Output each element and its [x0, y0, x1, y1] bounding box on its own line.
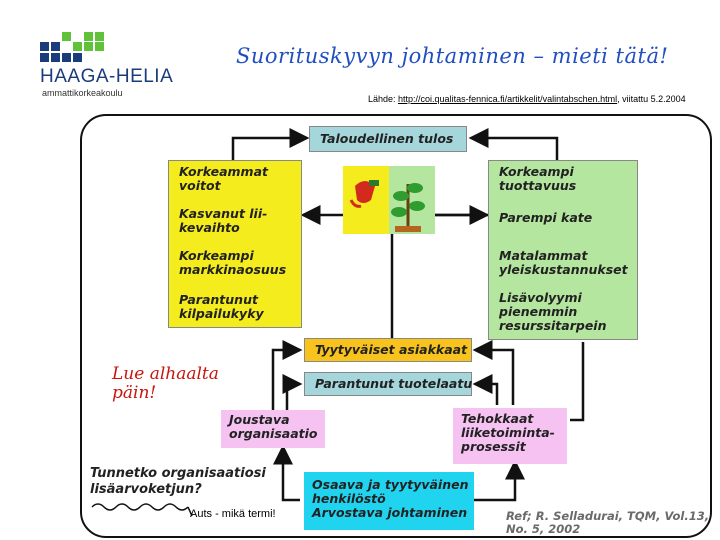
- picture-icon: [343, 166, 435, 234]
- satisfied-customers-label: Tyytyväiset asiakkaat: [315, 342, 468, 357]
- right-item-4: Lisävolyymi pienemmin resurssitarpein: [499, 290, 607, 333]
- source-suffix: , viitattu 5.2.2004: [617, 94, 686, 104]
- flexible-organisation-box: Joustava organisaatio: [221, 410, 325, 448]
- financial-result-label: Taloudellinen tulos: [320, 131, 454, 146]
- right-item-1: Korkeampi tuottavuus: [499, 164, 577, 193]
- logo-subtitle: ammattikorkeakoulu: [42, 88, 123, 98]
- left-item-4: Parantunut kilpailukyky: [179, 292, 264, 321]
- left-column-box: Korkeammat voitot Kasvanut lii- kevaihto…: [168, 160, 302, 328]
- read-bottom-up-note: Lue alhaalta päin!: [110, 364, 221, 403]
- improved-quality-box: Parantunut tuotelaatu: [304, 372, 472, 396]
- right-item-2: Parempi kate: [499, 210, 593, 225]
- source-link[interactable]: http://coi.qualitas-fennica.fi/artikkeli…: [398, 94, 618, 104]
- satisfied-customers-box: Tyytyväiset asiakkaat: [304, 338, 472, 362]
- right-item-3: Matalammat yleiskustannukset: [499, 248, 628, 277]
- left-item-2: Kasvanut lii- kevaihto: [179, 206, 268, 235]
- left-item-1: Korkeammat voitot: [179, 164, 268, 193]
- logo: HAAGA-HELIA ammattikorkeakoulu: [40, 30, 230, 104]
- reference-text: Ref; R. Selladurai, TQM, Vol.13, No. 5, …: [506, 509, 710, 536]
- flexible-organisation-label: Joustava organisaatio: [229, 412, 318, 441]
- diagram-frame: [80, 114, 712, 538]
- financial-result-box: Taloudellinen tulos: [309, 126, 467, 152]
- right-column-box: Korkeampi tuottavuus Parempi kate Matala…: [488, 160, 638, 340]
- logo-name: HAAGA-HELIA: [40, 66, 174, 87]
- source-prefix: Lähde:: [368, 94, 399, 104]
- efficient-processes-box: Tehokkaat liiketoiminta- prosessit: [453, 408, 567, 464]
- logo-mark-icon: [40, 32, 104, 62]
- improved-quality-label: Parantunut tuotelaatu: [315, 376, 473, 391]
- value-chain-question: Tunnetko organisaatiosi lisäarvoketjun?: [90, 466, 266, 497]
- efficient-processes-label: Tehokkaat liiketoiminta- prosessit: [461, 411, 555, 454]
- auts-note: Auts - mikä termi!: [190, 508, 276, 520]
- squiggle-line: [91, 503, 189, 511]
- competent-staff-box: Osaava ja tyytyväinen henkilöstö Arvosta…: [304, 472, 474, 530]
- left-item-3: Korkeampi markkinaosuus: [179, 248, 287, 277]
- competent-staff-label: Osaava ja tyytyväinen henkilöstö Arvosta…: [312, 477, 469, 520]
- page-title: Suorituskyvyn johtaminen – mieti tätä!: [236, 44, 669, 68]
- source-line: Lähde: http://coi.qualitas-fennica.fi/ar…: [368, 94, 686, 104]
